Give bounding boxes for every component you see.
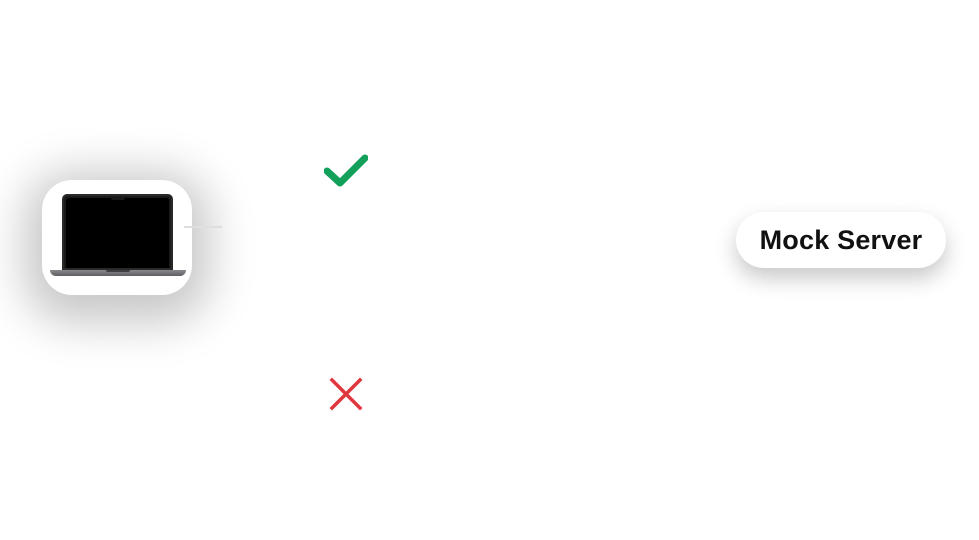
mock-server-label: Mock Server [759,224,923,255]
laptop-screen [66,198,169,268]
mock-server-node: Mock Server [736,212,946,268]
laptop-camera-notch [110,196,125,200]
checkmark-icon [324,154,368,187]
connector-line [184,226,222,228]
laptop-base [50,270,186,276]
laptop-lid [62,194,173,270]
laptop-base-notch [106,270,130,272]
laptop-icon [50,194,186,278]
cross-icon [329,377,363,411]
